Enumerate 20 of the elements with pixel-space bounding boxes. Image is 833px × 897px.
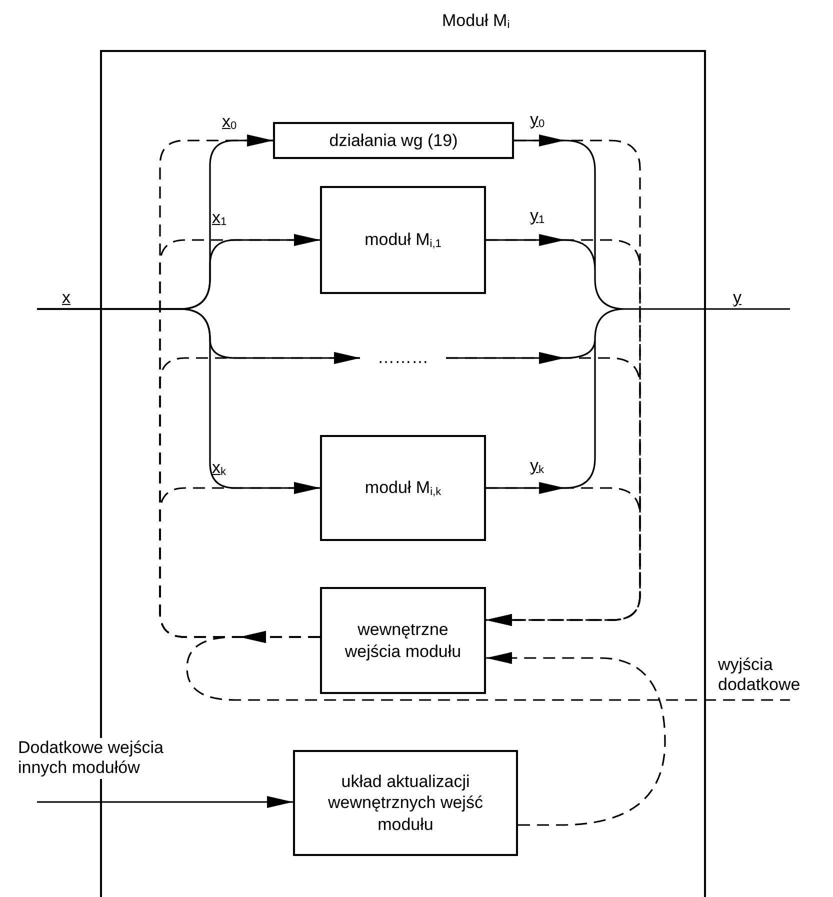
edge-label: y$_{k}$ [530,456,544,476]
process-box [320,587,486,694]
process-box [273,122,514,159]
node-text: wewnętrzne wejścia modułu [344,619,462,662]
edge-label: x$_{0}$ [222,112,237,132]
module-heading: Moduł M$_{i}$ [442,10,510,32]
node-text: działania wg (19) [329,130,458,152]
signal-label: y [733,288,742,308]
node-text: moduł M$_{i,1}$ [364,229,442,251]
node-text: moduł M$_{i,k}$ [364,477,442,499]
signal-label: x [62,288,70,308]
module-box [320,435,486,541]
node-text: układ aktualizacji wewnętrznych wejść modułu [327,771,484,835]
edge-label: x$_{1}$ [212,208,227,228]
process-box [293,750,518,856]
module-box [320,186,486,294]
ellipsis-text: ……… [360,344,446,372]
edge-label: y$_{0}$ [530,110,545,130]
edge-label: y$_{1}$ [530,206,545,226]
edge-label: x$_{k}$ [212,458,226,478]
